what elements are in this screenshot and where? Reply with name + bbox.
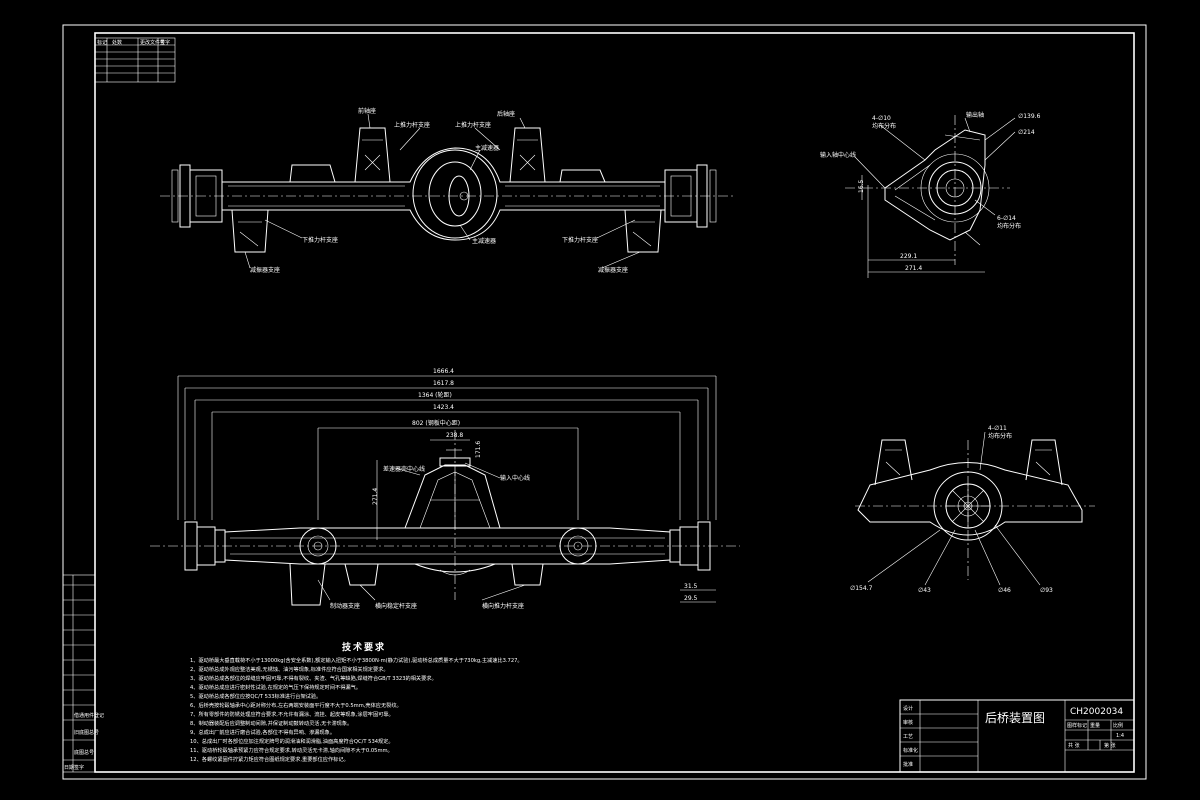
label-spring-seat-left: 减振器支座 [250, 266, 280, 274]
front-label-input: 输入中心线 [500, 474, 530, 482]
front-dim-height: 271.4 [372, 488, 379, 505]
rev-header-doc: 更改文件号 [140, 39, 165, 46]
rev-header-sign: 签字 [160, 39, 170, 46]
front-bottom-label-2: 横向稳定杆支座 [375, 602, 417, 610]
tech-req-line-4: 4、驱动桥总成应进行密封性试验,在规定的气压下保持规定时间不得漏气。 [190, 683, 361, 691]
rear-bolt-note: 4-∅11 [988, 425, 1007, 432]
side-view: 229.1 271.4 16.5 4-∅10 均布分布 输出轴 ∅139.6 ∅… [820, 111, 1041, 278]
tech-req-line-2: 2、驱动桥总成外观应整洁美观,无锈蚀、油污等现象,标准件应符合国家相关规定要求。 [190, 665, 389, 673]
rev-header-count: 处数 [112, 39, 122, 46]
strip-label-2: 旧底图总号 [74, 729, 99, 736]
tech-req-line-10: 10、总成出厂时各部位应加注规定牌号的润滑油和润滑脂,油面高度符合QC/T 53… [190, 737, 394, 745]
label-upper-arm-left: 上推力杆支座 [394, 121, 430, 129]
tb-header-scale: 比例 [1113, 722, 1123, 729]
tb-sheet-num: 第 张 [1104, 742, 1116, 749]
front-dim-3: 1364 (轮距) [418, 391, 452, 399]
tech-req-line-11: 11、驱动桥轮毂轴承预紧力应符合规定要求,转动灵活无卡滞,轴向间隙不大于0.05… [190, 746, 393, 754]
side-input-center: 输入轴中心线 [820, 151, 856, 159]
front-dim-5: 802 (钢板中心距) [412, 419, 460, 427]
front-bottom-label-3: 横向推力杆支座 [482, 602, 524, 610]
tb-row-design: 设计 [903, 705, 913, 712]
tech-req-line-9: 9、总成出厂前应进行磨合试验,各部位不得有异响、渗漏现象。 [190, 728, 335, 736]
front-right-dim-2: 29.5 [684, 595, 698, 602]
front-view: 1666.4 1617.8 1364 (轮距) 1423.4 802 (钢板中心… [150, 368, 740, 610]
tech-requirements: 技术要求 1、驱动桥最大垂直载荷不小于13000kg(含安全系数),额定输入扭矩… [190, 641, 523, 763]
top-view: 前轴座 上推力杆支座 上推力杆支座 后轴座 主减速器 下推力杆支座 下推力杆支座… [160, 107, 735, 274]
tech-req-line-3: 3、驱动桥总成各部位的焊缝应牢固可靠,不得有裂纹、夹渣、气孔等缺陷,焊缝符合GB… [190, 674, 437, 682]
front-right-dim-1: 31.5 [684, 583, 698, 590]
tech-req-title: 技术要求 [342, 641, 386, 653]
rear-dim-3: ∅46 [998, 587, 1011, 594]
strip-label-3: 底图总号 [74, 749, 94, 756]
side-dim-3: 16.5 [858, 179, 865, 193]
label-axle-housing: 主减速器 [475, 144, 499, 152]
tb-scale: 1:4 [1116, 733, 1124, 739]
tech-req-line-12: 12、各螺纹紧固件拧紧力矩应符合图纸规定要求,重要部位应作标记。 [190, 755, 349, 763]
label-housing-center: 主减速器 [472, 237, 496, 245]
side-dia-1: ∅139.6 [1018, 113, 1041, 120]
tech-req-line-7: 7、所有零部件的防锈处理应符合要求,不允许有漏涂、流挂、起皮等现象,涂层牢固可靠… [190, 710, 394, 718]
front-dim-2: 1617.8 [433, 380, 454, 387]
front-dim-4: 1423.4 [433, 404, 454, 411]
side-bolt-note: 4-∅10 [872, 115, 891, 122]
tech-req-line-6: 6、后桥壳按轮毂轴承中心距对称分布,左右两端安装面平行度不大于0.5mm,壳体应… [190, 701, 402, 709]
side-dia-2: ∅214 [1018, 129, 1035, 136]
strip-label-5: 日期 [64, 765, 74, 771]
label-upper-arm-right: 上推力杆支座 [455, 121, 491, 129]
rear-view: 4-∅11 均布分布 ∅154.7 ∅43 ∅46 ∅93 [850, 425, 1095, 594]
revision-table: 标记 处数 更改文件号 签字 [94, 37, 176, 83]
tb-row-review: 审核 [903, 719, 913, 726]
strip-label-1: 借通用件登记 [74, 712, 104, 719]
tech-req-line-8: 8、制动器装配后应调整制动间隙,并保证制动鼓转动灵活,无卡滞现象。 [190, 719, 352, 727]
front-dim-1: 1666.4 [433, 368, 454, 375]
front-label-housing: 差速器壳中心线 [383, 465, 425, 473]
tb-row-approve: 批准 [903, 761, 913, 768]
side-dim-2: 271.4 [905, 265, 922, 272]
rear-dim-4: ∅93 [1040, 587, 1053, 594]
strip-label-4: 签字 [74, 764, 84, 771]
label-lower-arm-right: 下推力杆支座 [562, 236, 598, 244]
rear-bolt-note-2: 均布分布 [988, 432, 1012, 440]
inner-frame [94, 32, 1135, 773]
side-gear-label: 输出轴 [966, 111, 984, 119]
label-spring-seat-right: 减振器支座 [598, 266, 628, 274]
tech-req-line-5: 5、驱动桥总成各部位应按QC/T 533标准进行台架试验。 [190, 692, 321, 700]
side-dim-1: 229.1 [900, 253, 917, 260]
tb-header-mark: 图样标记 [1067, 722, 1087, 729]
rear-dim-1: ∅154.7 [850, 585, 873, 592]
tb-sheet-total: 共 张 [1068, 742, 1080, 749]
front-small-dim-1: 238.8 [446, 432, 463, 439]
side-bolt-note-4: 均布分布 [997, 222, 1021, 230]
rear-dim-2: ∅43 [918, 587, 931, 594]
front-small-dim-2: 171.6 [475, 441, 482, 458]
label-lower-arm-left: 下推力杆支座 [302, 236, 338, 244]
label-right-bracket: 后轴座 [497, 110, 515, 118]
outer-frame [62, 24, 1147, 780]
side-bolt-note-2: 均布分布 [872, 122, 896, 130]
tb-header-weight: 重量 [1090, 722, 1100, 729]
side-bolt-note-3: 6-∅14 [997, 215, 1016, 222]
tech-req-line-1: 1、驱动桥最大垂直载荷不小于13000kg(含安全系数),额定输入扭矩不小于38… [190, 656, 523, 664]
label-left-bracket: 前轴座 [358, 107, 376, 115]
tb-row-process: 工艺 [903, 734, 913, 740]
front-bottom-label-1: 制动器支座 [330, 602, 360, 610]
left-strip-table: 借通用件登记 旧底图总号 底图总号 签字 日期 [62, 574, 104, 773]
tb-row-standard: 标准化 [903, 747, 918, 754]
drawing-title: 后桥装置图 [985, 711, 1045, 725]
title-block: 设计 审核 工艺 标准化 批准 后桥装置图 CH2002034 图样标记 重量 … [899, 699, 1135, 773]
drawing-code: CH2002034 [1070, 707, 1123, 717]
rev-header-mark: 标记 [97, 39, 107, 46]
